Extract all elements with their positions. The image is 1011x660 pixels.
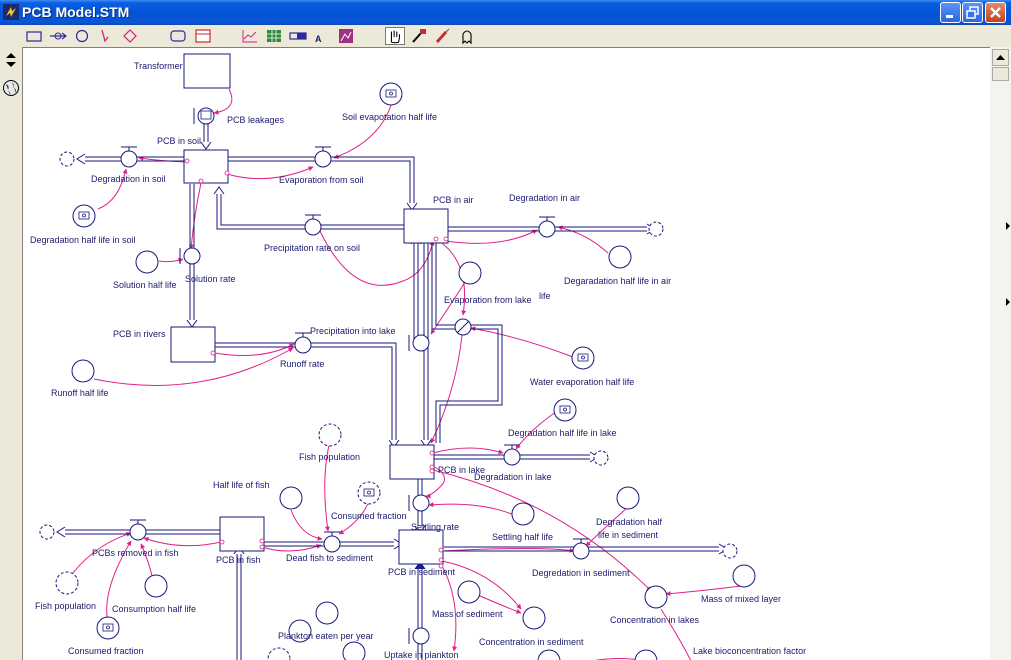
clouds xyxy=(39,151,738,559)
graph-function-markers xyxy=(78,89,589,632)
label-dead-fish-to-sediment: Dead fish to sediment xyxy=(286,553,374,563)
label-degredation-in-sediment: Degredation in sediment xyxy=(532,568,630,578)
label-degaradation-half-life-air: Degaradation half life in air xyxy=(564,276,671,286)
scroll-marker-icon xyxy=(1006,298,1010,306)
stock-tool-icon[interactable] xyxy=(24,27,44,45)
flow-valves[interactable] xyxy=(120,107,590,645)
label-runoff-rate: Runoff rate xyxy=(280,359,324,369)
label-life-in-sediment: life in sediment xyxy=(598,530,659,540)
navigate-arrows-icon[interactable] xyxy=(2,51,20,69)
diagram-labels: Transformer PCB leakages PCB in soil Soi… xyxy=(30,61,806,660)
label-evaporation-from-soil: Evaporation from soil xyxy=(279,175,364,185)
sector-tool-icon[interactable] xyxy=(193,27,213,45)
window-title: PCB Model.STM xyxy=(22,4,130,20)
connector-origins xyxy=(184,158,449,569)
label-pcb-in-rivers: PCB in rivers xyxy=(113,329,166,339)
scroll-up-button[interactable] xyxy=(992,49,1009,66)
restore-button[interactable] xyxy=(962,2,983,23)
label-settling-half-life: Settling half life xyxy=(492,532,553,542)
dynamite-tool-icon[interactable] xyxy=(433,27,453,45)
scroll-marker-icon xyxy=(1006,222,1010,230)
scroll-thumb[interactable] xyxy=(992,67,1009,81)
model-diagram[interactable]: Transformer PCB leakages PCB in soil Soi… xyxy=(23,48,990,660)
label-degradation-half-life-soil: Degradation half life in soil xyxy=(30,235,136,245)
converter-tool-icon[interactable] xyxy=(72,27,92,45)
minimize-button[interactable] xyxy=(940,2,961,23)
label-life: life xyxy=(539,291,551,301)
graph-tool-icon[interactable] xyxy=(240,27,260,45)
label-degradation-in-soil: Degradation in soil xyxy=(91,174,166,184)
label-consumed-fraction: Consumed fraction xyxy=(331,511,407,521)
title-bar[interactable]: PCB Model.STM xyxy=(0,0,1011,25)
label-concentration-in-sediment: Concentration in sediment xyxy=(479,637,584,647)
label-pcb-leakages: PCB leakages xyxy=(227,115,285,125)
label-precipitation-into-lake: Precipitation into lake xyxy=(310,326,396,336)
restore-icon xyxy=(966,6,979,19)
label-plankton-eaten-per-year: Plankton eaten per year xyxy=(278,631,374,641)
close-button[interactable] xyxy=(985,2,1006,23)
hand-tool-icon[interactable] xyxy=(385,27,405,45)
stella-app-icon[interactable] xyxy=(3,4,19,20)
label-fish-population-2: Fish population xyxy=(35,601,96,611)
label-pcb-in-soil: PCB in soil xyxy=(157,136,201,146)
model-diagram-canvas[interactable]: Transformer PCB leakages PCB in soil Soi… xyxy=(22,47,990,660)
label-degradation-in-lake: Degradation in lake xyxy=(474,472,552,482)
label-solution-half-life: Solution half life xyxy=(113,280,177,290)
text-tool-icon[interactable]: A xyxy=(312,27,332,45)
svg-text:A: A xyxy=(315,34,322,44)
label-degradation-half-life-lake: Degradation half life in lake xyxy=(508,428,617,438)
ghost-tool-icon[interactable] xyxy=(457,27,477,45)
label-pcb-in-lake: PCB in lake xyxy=(438,465,485,475)
minimize-icon xyxy=(946,15,953,18)
label-pcb-in-sediment: PCB in sediment xyxy=(388,567,456,577)
toolbar: A xyxy=(0,25,1011,47)
label-precipitation-rate-on-soil: Precipitation rate on soil xyxy=(264,243,360,253)
picture-tool-icon[interactable] xyxy=(336,27,356,45)
label-fish-population: Fish population xyxy=(299,452,360,462)
label-consumed-fraction-2: Consumed fraction xyxy=(68,646,144,656)
label-transformer: Transformer xyxy=(134,61,183,71)
left-navigation-strip xyxy=(0,47,22,660)
table-tool-icon[interactable] xyxy=(264,27,284,45)
label-pcb-in-fish: PCB in fish xyxy=(216,555,261,565)
label-concentration-in-lakes: Concentration in lakes xyxy=(610,615,700,625)
label-pcbs-removed-in-fish: PCBs removed in fish xyxy=(92,548,179,558)
decision-tool-icon[interactable] xyxy=(120,27,140,45)
flow-tool-icon[interactable] xyxy=(48,27,68,45)
numeric-display-tool-icon[interactable] xyxy=(288,27,308,45)
scroll-up-arrow-icon xyxy=(996,55,1005,60)
label-degradation-half: Degradation half xyxy=(596,517,663,527)
label-evaporation-from-lake: Evaporation from lake xyxy=(444,295,532,305)
label-half-life-of-fish: Half life of fish xyxy=(213,480,270,490)
paintbrush-tool-icon[interactable] xyxy=(409,27,429,45)
label-degradation-in-air: Degradation in air xyxy=(509,193,580,203)
converters[interactable] xyxy=(55,82,756,660)
connector-tool-icon[interactable] xyxy=(96,27,116,45)
label-runoff-half-life: Runoff half life xyxy=(51,388,108,398)
label-soil-evap-half-life: Soil evapotation half life xyxy=(342,112,437,122)
label-mass-of-sediment: Mass of sediment xyxy=(432,609,503,619)
vertical-scrollbar[interactable] xyxy=(990,47,1011,660)
label-lake-bioconcentration-factor: Lake bioconcentration factor xyxy=(693,646,806,656)
label-solution-rate: Solution rate xyxy=(185,274,236,284)
stocks[interactable] xyxy=(170,53,449,565)
connectors xyxy=(66,88,742,660)
label-settling-rate: Settling rate xyxy=(411,522,459,532)
label-pcb-in-air: PCB in air xyxy=(433,195,474,205)
label-water-evap-half-life: Water evaporation half life xyxy=(530,377,634,387)
button-tool-icon[interactable] xyxy=(168,27,188,45)
globe-icon[interactable] xyxy=(2,79,20,97)
close-icon xyxy=(990,7,1001,18)
label-consumption-half-life: Consumption half life xyxy=(112,604,196,614)
label-mass-of-mixed-layer: Mass of mixed layer xyxy=(701,594,781,604)
label-uptake-in-plankton: Uptake in plankton xyxy=(384,650,459,660)
